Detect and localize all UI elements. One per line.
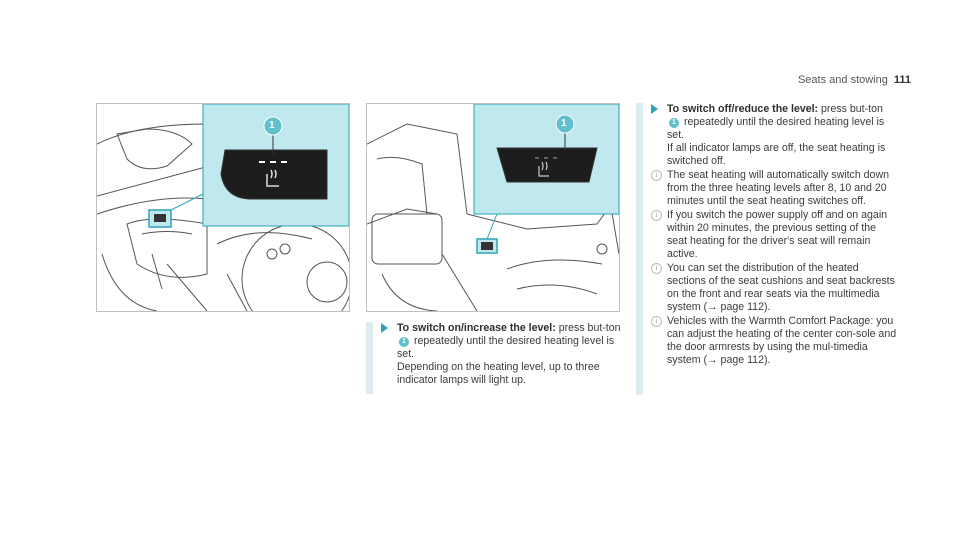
step-arrow-icon xyxy=(651,104,658,114)
switch-on-text2: repeatedly until the desired heating lev… xyxy=(397,335,615,360)
figure-rear-seat-heating: 1 xyxy=(366,103,620,312)
rear-door-illustration xyxy=(367,104,619,311)
switch-on-text1: press but-ton xyxy=(555,322,621,334)
callout-1: 1 xyxy=(561,118,567,129)
callout-1: 1 xyxy=(269,120,275,131)
info-icon: i xyxy=(651,170,662,181)
page-header: Seats and stowing 111 xyxy=(798,74,911,86)
figure-front-door-seat-heating: 1 xyxy=(96,103,350,312)
switch-off-title: To switch off/reduce the level: xyxy=(667,103,819,115)
note-text: If you switch the power supply off and o… xyxy=(667,209,888,260)
switch-off-step: To switch off/reduce the level: press bu… xyxy=(651,103,899,168)
info-icon: i xyxy=(651,263,662,274)
section-title: Seats and stowing xyxy=(797,74,888,86)
switch-on-title: To switch on/increase the level: xyxy=(397,322,556,334)
switch-on-step: To switch on/increase the level: press b… xyxy=(381,322,629,387)
button-1-badge: 1 xyxy=(669,118,679,128)
front-door-illustration xyxy=(97,104,349,311)
note-text: Vehicles with the Warmth Comfort Package… xyxy=(667,315,897,366)
page-number: 111 xyxy=(893,74,911,86)
switch-on-text3: Depending on the heating level, up to th… xyxy=(397,361,600,386)
step-arrow-icon xyxy=(381,323,388,333)
button-1-badge: 1 xyxy=(399,337,409,347)
switch-off-text1: press but-ton xyxy=(818,103,883,115)
note-text: You can set the distribution of the heat… xyxy=(667,262,895,313)
info-icon: i xyxy=(651,316,662,327)
info-icon: i xyxy=(651,210,662,221)
switch-off-section: To switch off/reduce the level: press bu… xyxy=(636,103,899,395)
note-power-supply: i If you switch the power supply off and… xyxy=(651,209,899,261)
note-auto-switch-down: i The seat heating will automatically sw… xyxy=(651,169,899,208)
note-warmth-comfort: i Vehicles with the Warmth Comfort Packa… xyxy=(651,315,899,367)
switch-off-text3: If all indicator lamps are off, the seat… xyxy=(667,142,886,167)
switch-off-text2: repeatedly until the desired heating lev… xyxy=(667,116,885,141)
note-distribution: i You can set the distribution of the he… xyxy=(651,262,899,314)
note-text: The seat heating will automatically swit… xyxy=(667,169,889,207)
switch-on-section: To switch on/increase the level: press b… xyxy=(366,322,629,394)
